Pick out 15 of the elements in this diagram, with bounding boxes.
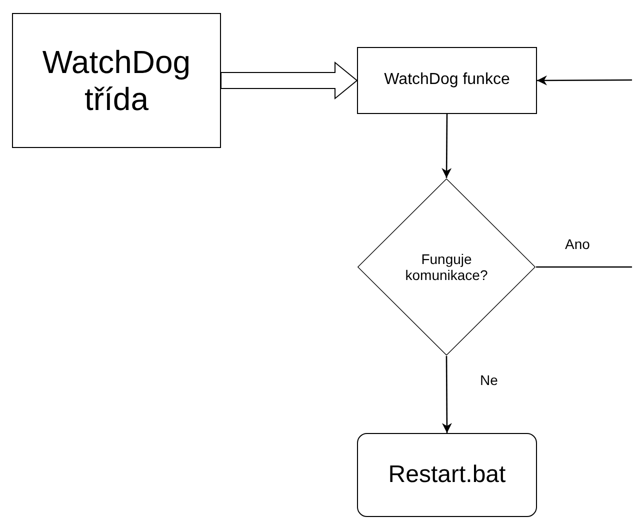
arrow	[537, 75, 632, 86]
terminal-box	[357, 433, 537, 517]
arrow	[442, 114, 452, 178]
arrow	[442, 356, 452, 433]
decision-diamond	[357, 178, 536, 356]
node-label: WatchDog funkce	[384, 71, 510, 90]
node-label: WatchDog třída	[41, 44, 192, 118]
edge-label: Ano	[563, 236, 592, 252]
block-arrow	[220, 61, 358, 100]
edge-label: Ne	[478, 372, 500, 388]
node-label: Funguje komunikace?	[404, 250, 489, 284]
process-box	[357, 47, 537, 114]
node-label: Restart.bat	[388, 461, 506, 489]
connector-line	[536, 266, 632, 268]
class-box	[12, 13, 221, 148]
